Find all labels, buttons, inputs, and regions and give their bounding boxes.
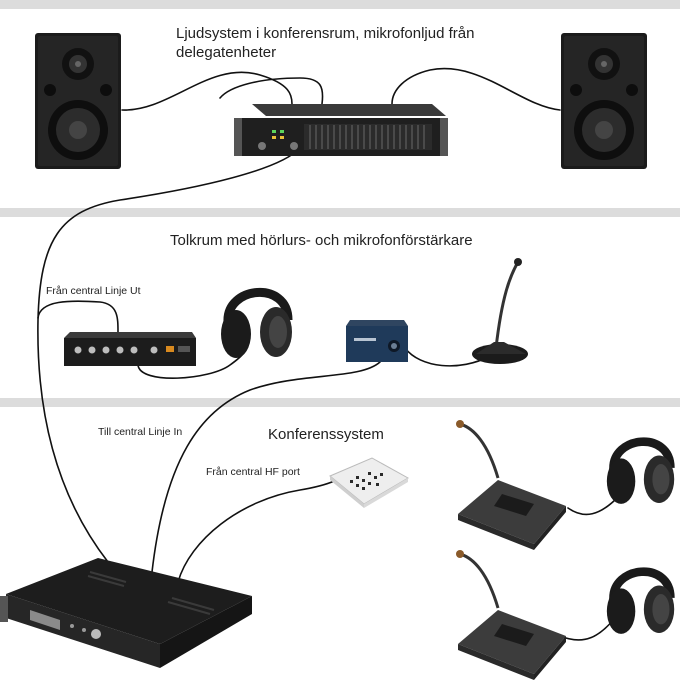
delegate-unit-icon xyxy=(456,420,566,550)
section-band-bottom xyxy=(0,398,680,407)
section-band-middle xyxy=(0,208,680,217)
central-unit-icon xyxy=(0,558,252,668)
cable-speaker-right xyxy=(391,67,561,111)
headphones-icon xyxy=(221,288,293,358)
power-amplifier-icon xyxy=(234,104,448,156)
cable-line-in xyxy=(151,361,381,573)
headphones-icon xyxy=(606,567,675,634)
desk-microphone-icon xyxy=(472,258,528,364)
microphone-amplifier-icon xyxy=(346,320,408,362)
line-in-caption: Till central Linje In xyxy=(98,426,183,438)
delegate-unit-icon xyxy=(456,550,566,680)
hf-port-caption: Från central HF port xyxy=(206,466,300,478)
cable-amp-input xyxy=(219,77,324,105)
interpreter-section-title: Tolkrum med hörlurs- och mikrofonförstär… xyxy=(170,232,473,249)
cable-speaker-left xyxy=(121,71,293,111)
audio-section-title-line2: delegatenheter xyxy=(176,44,277,61)
speaker-left-icon xyxy=(35,33,121,169)
cable-line-out xyxy=(37,147,301,563)
headphone-mixer-icon xyxy=(64,332,196,366)
cable-mixer-input xyxy=(37,300,119,333)
audio-section-title-line1: Ljudsystem i konferensrum, mikrofonljud … xyxy=(176,25,475,42)
section-band-top xyxy=(0,0,680,9)
headphones-icon xyxy=(606,437,675,504)
hf-radiator-icon xyxy=(329,457,410,508)
speaker-right-icon xyxy=(561,33,647,169)
conference-section-title: Konferenssystem xyxy=(268,426,384,443)
line-out-caption: Från central Linje Ut xyxy=(46,285,141,297)
cable-delegate-1-headphones xyxy=(567,499,616,516)
